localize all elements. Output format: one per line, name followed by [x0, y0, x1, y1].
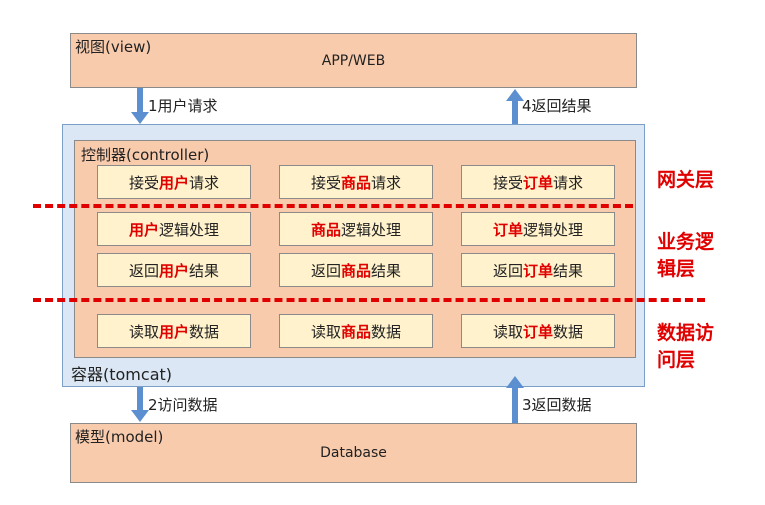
cell-text-hl: 商品: [340, 261, 371, 280]
layer-data-access-label: 数据访 问层: [657, 322, 715, 371]
model-box: 模型(model) Database: [70, 423, 637, 483]
arrow-1-label: 1用户请求: [148, 97, 218, 115]
cell-text-post: 数据: [189, 322, 220, 341]
cell-text-post: 逻辑处理: [523, 220, 584, 239]
cell-text-pre: 接受: [310, 173, 341, 192]
cell-text-post: 数据: [553, 322, 584, 341]
cell-text-pre: 返回: [492, 261, 523, 280]
arrow-2-label: 2访问数据: [148, 396, 218, 414]
cell-text-hl: 订单: [522, 173, 553, 192]
controller-label: 控制器(controller): [81, 146, 210, 164]
controller-cell: 返回商品结果: [279, 253, 433, 287]
cell-text-hl: 订单: [522, 261, 553, 280]
cell-text-hl: 商品: [340, 173, 371, 192]
arrow-4-label: 4返回结果: [522, 97, 592, 115]
controller-cell: 用户逻辑处理: [97, 212, 251, 246]
cell-text-pre: 读取: [128, 322, 159, 341]
view-box: 视图(view) APP/WEB: [70, 33, 637, 88]
arrow-3-shaft: [512, 387, 518, 423]
arrow-3-head: [506, 376, 524, 388]
arrow-3-label: 3返回数据: [522, 396, 592, 414]
controller-cell: 接受商品请求: [279, 165, 433, 199]
cell-text-pre: 读取: [492, 322, 523, 341]
arrow-2-shaft: [137, 387, 143, 411]
cell-text-post: 逻辑处理: [341, 220, 402, 239]
controller-cell: 接受订单请求: [461, 165, 615, 199]
arrow-2-head: [131, 410, 149, 422]
cell-text-hl: 用户: [158, 322, 189, 341]
cell-text-hl: 商品: [340, 322, 371, 341]
arrow-1-head: [131, 112, 149, 124]
layer-separator-1: [33, 204, 633, 208]
container-label: 容器(tomcat): [71, 365, 173, 384]
arrow-4-head: [506, 89, 524, 101]
arrow-4-shaft: [512, 100, 518, 125]
layer-separator-2: [33, 298, 705, 302]
controller-cell: 读取订单数据: [461, 314, 615, 348]
cell-text-pre: 返回: [310, 261, 341, 280]
arrow-1-shaft: [137, 88, 143, 113]
cell-text-post: 请求: [189, 173, 220, 192]
cell-text-hl: 用户: [128, 220, 159, 239]
cell-text-hl: 订单: [492, 220, 523, 239]
view-label: 视图(view): [75, 38, 152, 56]
cell-text-post: 请求: [553, 173, 584, 192]
cell-text-hl: 用户: [158, 261, 189, 280]
cell-text-pre: 接受: [128, 173, 159, 192]
cell-text-post: 逻辑处理: [159, 220, 220, 239]
layer-business-label: 业务逻 辑层: [657, 231, 715, 280]
cell-text-hl: 订单: [522, 322, 553, 341]
controller-cell: 商品逻辑处理: [279, 212, 433, 246]
controller-cell: 接受用户请求: [97, 165, 251, 199]
controller-cell: 返回订单结果: [461, 253, 615, 287]
cell-text-post: 结果: [371, 261, 402, 280]
cell-text-post: 结果: [189, 261, 220, 280]
cell-text-hl: 用户: [158, 173, 189, 192]
cell-text-post: 结果: [553, 261, 584, 280]
cell-text-pre: 返回: [128, 261, 159, 280]
controller-cell: 读取用户数据: [97, 314, 251, 348]
layer-gateway-label: 网关层: [657, 169, 715, 191]
cell-text-post: 请求: [371, 173, 402, 192]
model-content: Database: [320, 445, 387, 461]
model-label: 模型(model): [75, 428, 164, 446]
controller-cell: 订单逻辑处理: [461, 212, 615, 246]
cell-text-post: 数据: [371, 322, 402, 341]
view-content: APP/WEB: [321, 53, 386, 69]
controller-cell: 读取商品数据: [279, 314, 433, 348]
cell-text-pre: 读取: [310, 322, 341, 341]
cell-text-hl: 商品: [310, 220, 341, 239]
controller-cell: 返回用户结果: [97, 253, 251, 287]
cell-text-pre: 接受: [492, 173, 523, 192]
